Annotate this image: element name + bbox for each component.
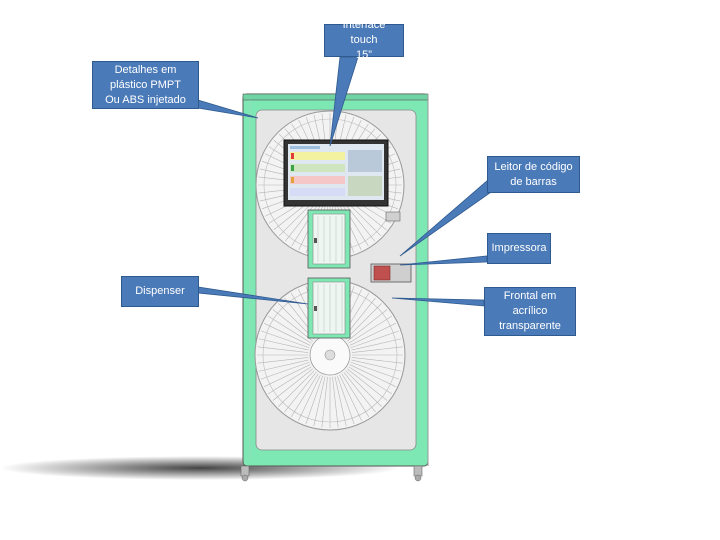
carousel-spoke (343, 372, 376, 413)
carousel-spoke (334, 376, 347, 427)
carousel-spoke (345, 303, 382, 340)
callout-front-acrylic-label: Frontal em acrílico transparente (499, 290, 561, 332)
carousel-spoke (341, 373, 370, 417)
carousel-spoke (348, 366, 392, 395)
carousel-spoke (347, 368, 388, 401)
callout-touch-interface: Interface touch 15” (324, 19, 404, 61)
callout-plastic-details-label: Detalhes em plástico PMPT Ou ABS injetad… (105, 63, 186, 106)
carousel-spoke (260, 361, 310, 380)
carousel-spoke (351, 338, 402, 351)
callout-touch-interface-label: Interface touch 15” (342, 19, 386, 61)
touch-screen (283, 139, 389, 207)
carousel-spoke (351, 346, 403, 353)
carousel-spoke (351, 359, 402, 372)
pointer-touch (329, 56, 359, 147)
carousel-spoke (313, 376, 326, 427)
carousel-spoke (336, 375, 355, 425)
carousel-spoke (264, 364, 311, 387)
lower-dispenser-door (307, 277, 351, 339)
carousel-spoke (268, 366, 312, 395)
callout-dispenser-label: Dispenser (135, 285, 185, 297)
carousel-spoke (350, 330, 400, 349)
cabinet-feet (240, 465, 423, 482)
barcode-reader (385, 211, 401, 222)
carousel-spoke (284, 202, 317, 242)
carousel-spoke (343, 202, 376, 242)
carousel-spoke (348, 315, 392, 344)
callout-dispenser: Dispenser (121, 276, 199, 307)
callout-front-acrylic: Frontal em acrílico transparente (484, 287, 576, 336)
carousel-spoke (347, 309, 388, 342)
carousel-spoke (260, 330, 310, 349)
carousel-spoke (278, 370, 315, 407)
callout-barcode-reader-label: Leitor de código de barras (494, 160, 573, 188)
carousel-spoke (332, 376, 339, 428)
carousel-spoke (350, 361, 400, 380)
carousel-spoke (264, 323, 311, 346)
carousel-spoke (258, 338, 309, 351)
carousel-spoke (351, 357, 403, 364)
carousel-spoke (345, 370, 382, 407)
carousel-spoke (258, 359, 309, 372)
carousel-spoke (257, 357, 309, 364)
carousel-spoke (290, 373, 319, 417)
carousel-spoke (305, 375, 324, 425)
carousel-spoke (339, 374, 362, 421)
carousel-spoke (321, 376, 328, 428)
carousel-spoke (349, 323, 396, 346)
carousel-spoke (272, 309, 313, 342)
callout-plastic-details: Detalhes em plástico PMPT Ou ABS injetad… (92, 61, 199, 109)
carousel-spoke (284, 372, 317, 413)
callout-printer-label: Impressora (491, 242, 547, 254)
callout-printer: Impressora (487, 233, 551, 264)
carousel-spoke (272, 368, 313, 401)
carousel-spoke (349, 364, 396, 387)
callout-barcode-reader: Leitor de código de barras (487, 156, 580, 193)
carousel-spoke (257, 346, 309, 353)
carousel-spoke (298, 374, 321, 421)
upper-dispenser-door (307, 209, 351, 269)
leader-lines (197, 56, 495, 307)
carousel-spoke (268, 315, 312, 344)
printer (370, 263, 412, 283)
